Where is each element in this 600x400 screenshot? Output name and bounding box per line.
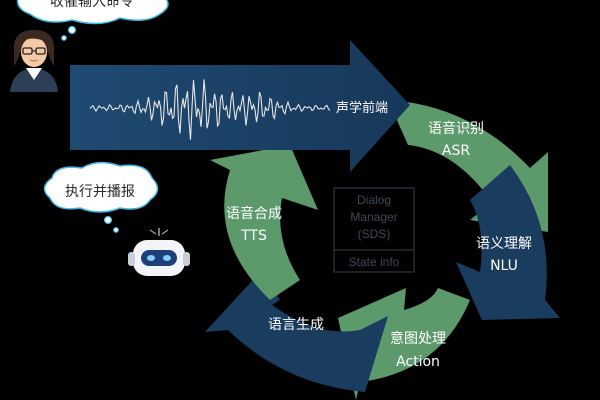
dm-line-manager: Manager [350, 210, 397, 224]
asr-label-en: ASR [442, 143, 470, 159]
segment-nlu [456, 165, 560, 320]
acoustic-waveform [89, 79, 331, 140]
dm-line-dialog: Dialog [357, 193, 391, 207]
user-bubble-text: 收催输入命令 [50, 0, 134, 10]
dialog-manager-box: Dialog Manager (SDS) State info [333, 187, 415, 273]
nlu-label-en: NLU [490, 258, 518, 274]
user-speech-bubble: 收催输入命令 [16, 0, 169, 41]
segment-tts [210, 145, 318, 300]
nlu-label-zh: 语义理解 [476, 236, 532, 252]
action-label-zh: 意图处理 [390, 330, 446, 347]
tts-label-zh: 语音合成 [226, 205, 282, 222]
nlg-label-zh: 语言生成 [268, 317, 324, 333]
asr-label-zh: 语音识别 [428, 120, 484, 137]
robot-speech-bubble: 执行并播报 [43, 161, 159, 233]
dm-state-info: State info [349, 255, 400, 269]
robot-bubble-text: 执行并播报 [65, 184, 135, 200]
user-avatar-icon [10, 30, 58, 92]
robot-icon [128, 228, 190, 276]
action-label-en: Action [396, 354, 440, 370]
frontend-arrow [70, 40, 410, 172]
frontend-label: 声学前端 [336, 100, 388, 116]
tts-label-en: TTS [240, 228, 267, 244]
segment-nlg [205, 270, 388, 392]
dm-line-sds: (SDS) [358, 227, 391, 241]
